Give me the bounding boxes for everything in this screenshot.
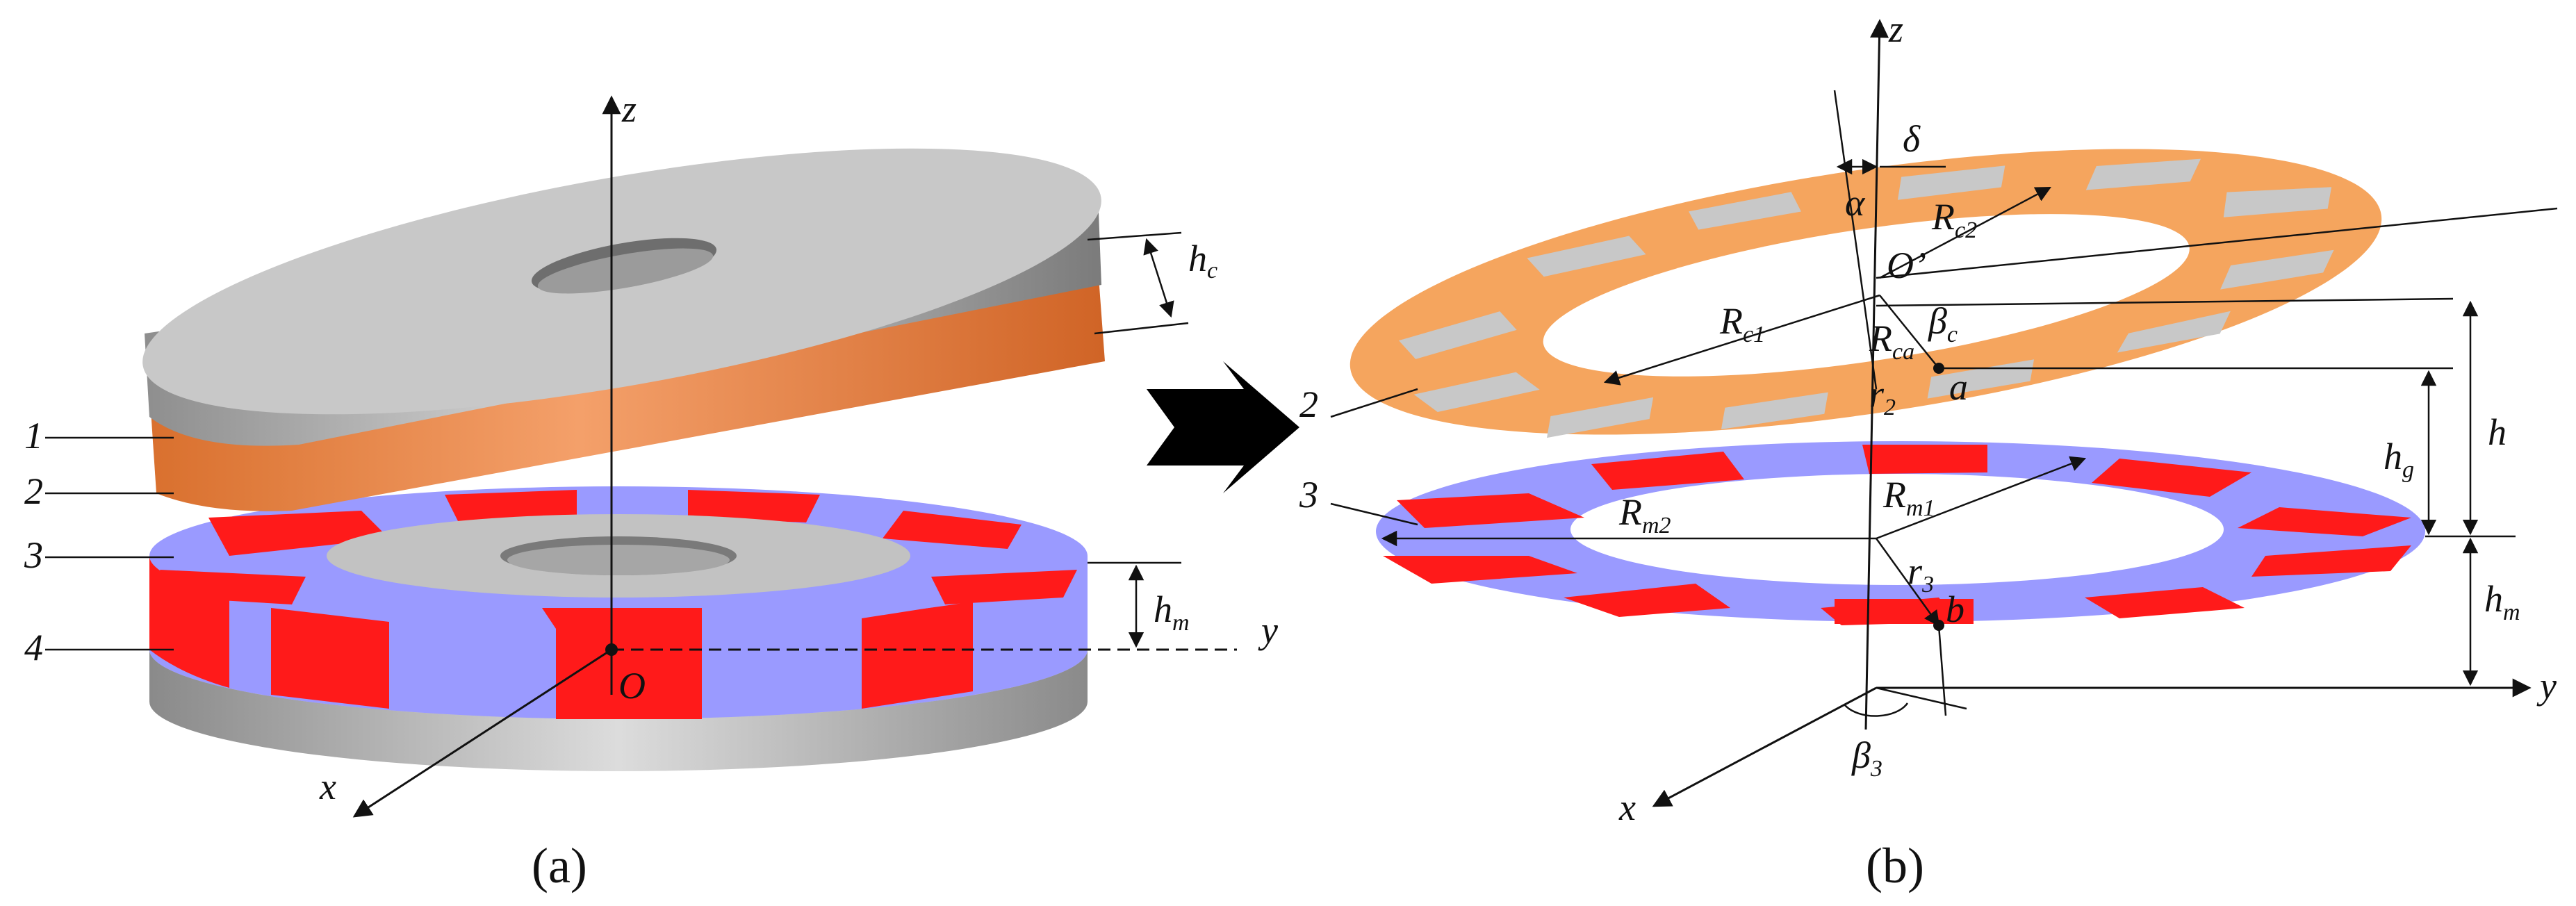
- part-label-3-b: 3: [1299, 474, 1318, 516]
- r3-label: r3: [1908, 550, 1934, 598]
- part-label-4-a: 4: [24, 627, 43, 668]
- hm-label-a: hm: [1154, 588, 1190, 636]
- leader-3-b: [1330, 502, 1418, 526]
- coil-annulus-b: [1349, 149, 2382, 438]
- rca-label: Rca: [1869, 318, 1914, 365]
- x-axis-a: [352, 648, 612, 818]
- rc2-arrow: [1879, 186, 2051, 279]
- part-label-2-a: 2: [24, 470, 43, 512]
- hc-label: hc: [1188, 238, 1217, 283]
- o-prime-label: O’: [1887, 245, 1926, 286]
- delta-label: δ: [1903, 118, 1921, 160]
- y-label-b: y: [2536, 665, 2557, 707]
- rm2-label: Rm2: [1618, 491, 1671, 538]
- origin-label-a: O: [618, 665, 646, 707]
- rc2-label: Rc2: [1931, 196, 1977, 243]
- beta3-arc: [1844, 702, 1909, 717]
- part-label-1-a: 1: [24, 415, 43, 456]
- x-label-a: x: [319, 766, 336, 807]
- transition-arrow: [1147, 361, 1299, 493]
- y-label-a: y: [1258, 609, 1278, 651]
- rc1-label: Rc1: [1719, 300, 1765, 347]
- b-drop-line: [1937, 625, 1947, 716]
- rm1-label: Rm1: [1882, 474, 1935, 521]
- panel-b: z y x δ α Rc2 O’ Rc1 Rca βc r2 a Rm1 Rm2: [1299, 8, 2558, 893]
- part-label-3-a: 3: [24, 534, 43, 576]
- stator-disc-a: [142, 148, 1105, 511]
- hc-ext-top: [1087, 231, 1182, 241]
- origin-dot-a: [605, 643, 618, 656]
- alpha-label: α: [1845, 182, 1866, 224]
- r3-arrow: [1875, 538, 1940, 627]
- caption-a: (a): [532, 838, 587, 893]
- panel-a: z y x O 1 2 3 4 hc hm (a): [24, 88, 1278, 893]
- part-label-2-b: 2: [1299, 384, 1318, 425]
- z-label-a: z: [621, 88, 637, 130]
- x-label-b: x: [1618, 786, 1636, 828]
- tilted-axis-b: [1833, 90, 1878, 390]
- hg-label: hg: [2384, 436, 2414, 483]
- rc1-arrow: [1603, 294, 1880, 386]
- rca-line: [1879, 295, 1939, 369]
- a-label: a: [1949, 366, 1968, 408]
- hm-label-b: hm: [2484, 578, 2520, 625]
- hc-ext-bottom: [1094, 322, 1189, 335]
- rm1-arrow: [1876, 456, 2087, 540]
- h-top-ext: [1876, 297, 2454, 307]
- r2-label: r2: [1869, 373, 1896, 420]
- caption-b: (b): [1866, 838, 1924, 893]
- z-axis-b: [1864, 19, 1889, 730]
- beta-c-label: βc: [1928, 300, 1958, 347]
- beta3-ray: [1876, 686, 1967, 710]
- z-label-b: z: [1888, 8, 1903, 50]
- hc-dim-line: [1143, 238, 1174, 318]
- point-a: [1933, 363, 1944, 374]
- magnet-ring-a: [149, 486, 1088, 719]
- x-axis-b: [1652, 686, 1877, 807]
- leader-2-b: [1330, 388, 1418, 418]
- magnet-annulus-b: [1376, 441, 2425, 625]
- b-label: b: [1946, 588, 1964, 630]
- tilted-ring-axis-b: [1876, 207, 2558, 279]
- h-label: h: [2488, 411, 2507, 453]
- beta3-label: β3: [1851, 734, 1882, 782]
